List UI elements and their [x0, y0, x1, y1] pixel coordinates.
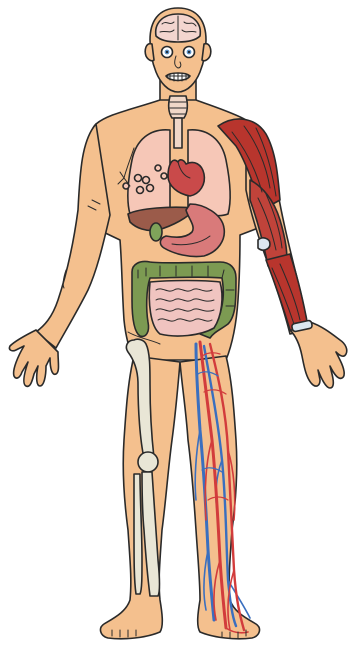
forearm-muscle [266, 254, 307, 330]
right-hand [290, 322, 347, 388]
left-ear [145, 44, 154, 61]
fibula [134, 474, 142, 594]
head [145, 8, 211, 92]
left-arm [36, 124, 110, 348]
gallbladder [150, 223, 162, 241]
elbow-tendon [258, 238, 270, 250]
mouth [166, 73, 190, 81]
kneecap [138, 452, 158, 472]
small-intestine [149, 281, 222, 337]
right-ear [202, 44, 211, 61]
